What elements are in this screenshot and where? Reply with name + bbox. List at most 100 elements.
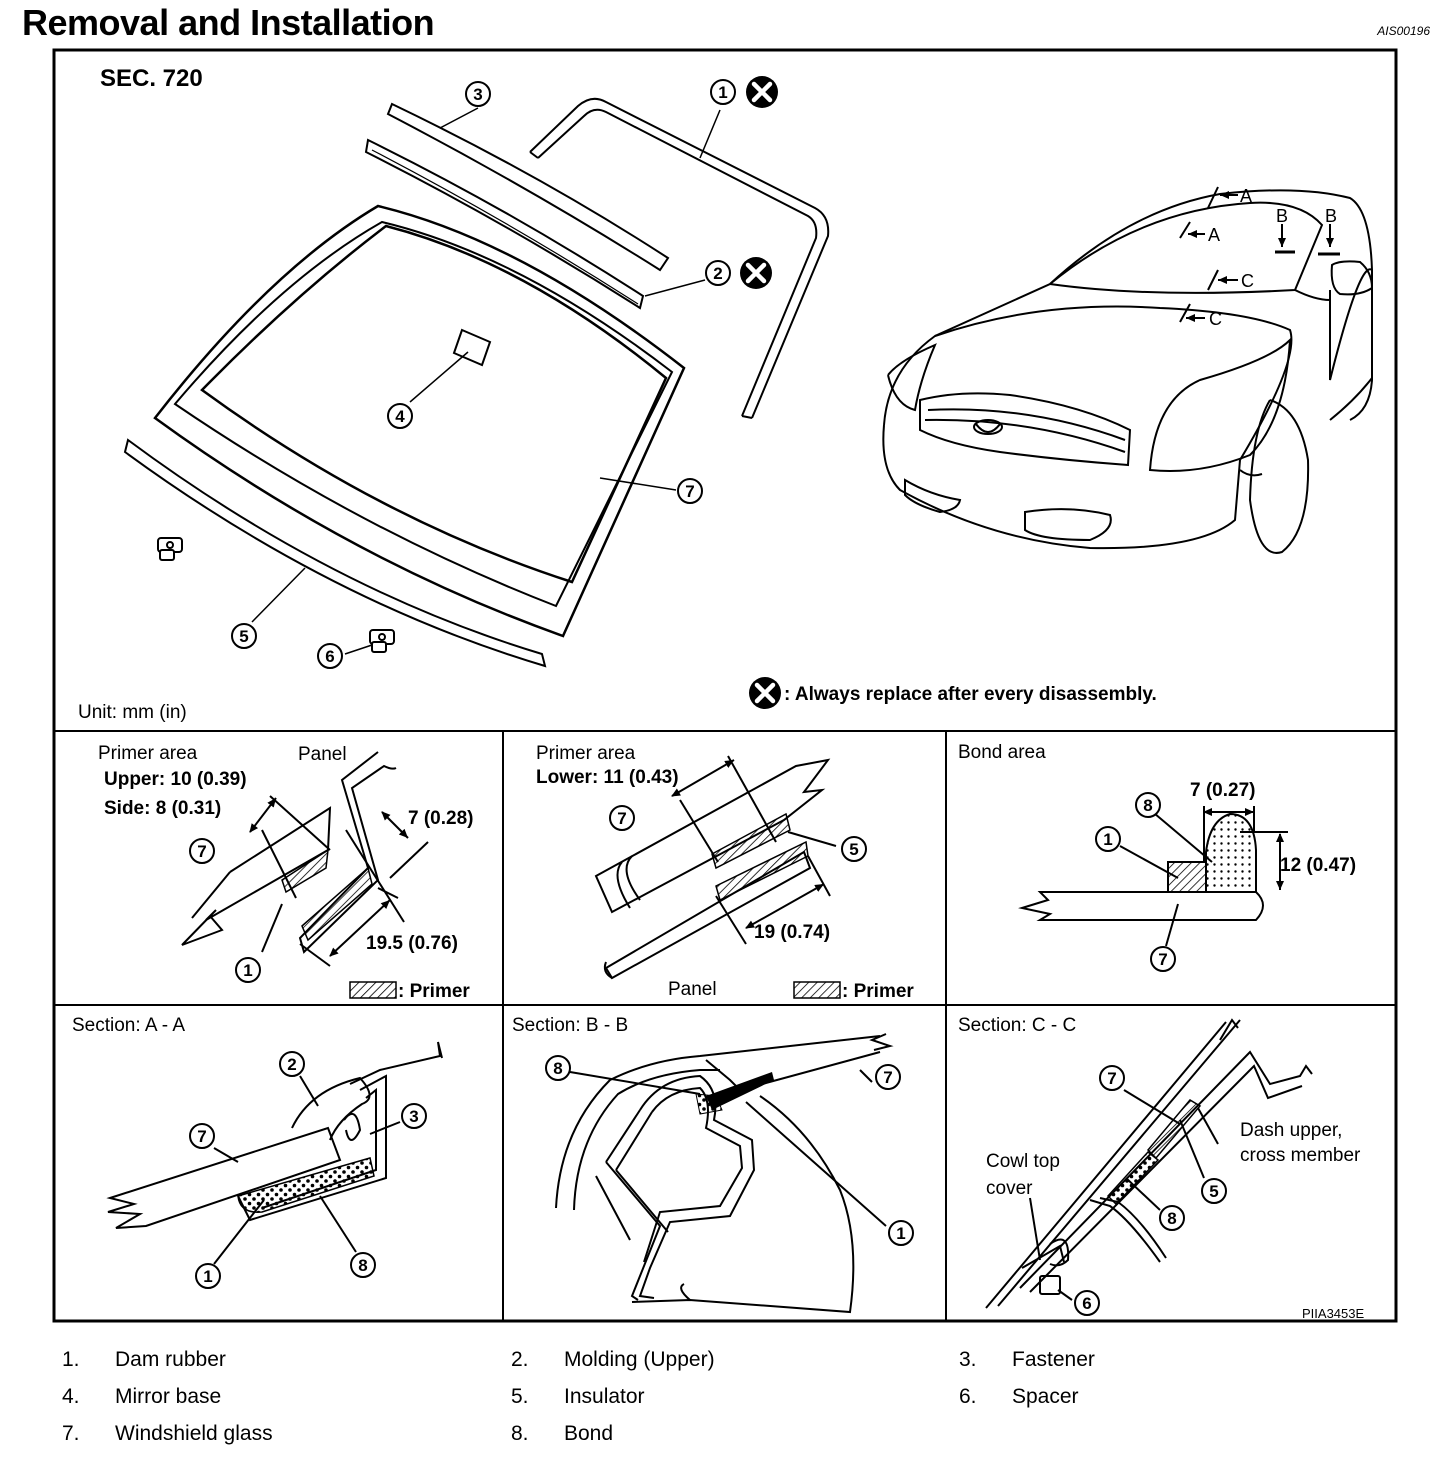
- section-bb-callouts: 8 7 1: [545, 1055, 914, 1246]
- primer-upper-dim2: 19.5 (0.76): [366, 933, 458, 954]
- unit-label: Unit: mm (in): [78, 702, 187, 723]
- primer-upper-heading: Primer area: [98, 743, 198, 764]
- primer-lower-dim: Lower: 11 (0.43): [536, 767, 679, 788]
- section-cc-callouts: 7 5 8 6: [1074, 1065, 1227, 1316]
- primer-upper-panel-label: Panel: [298, 744, 347, 765]
- dam-rubber: [529, 97, 830, 419]
- page-title: Removal and Installation: [22, 2, 435, 43]
- bond-area-callouts: 8 1 7: [1095, 792, 1176, 972]
- callout-7-label: 7: [197, 842, 206, 861]
- primer-lower-dim1: 19 (0.74): [754, 922, 830, 943]
- marker-c-bottom: C: [1209, 309, 1222, 329]
- section-bb-panel: Section: B - B 8 7 1: [512, 1015, 914, 1314]
- figure-code: PIIA3453E: [1302, 1306, 1364, 1321]
- callout-5-label: 5: [1209, 1182, 1218, 1201]
- legend-number: 1.: [62, 1348, 80, 1371]
- callout-8-label: 8: [553, 1059, 562, 1078]
- primer-lower-panel-label: Panel: [668, 979, 717, 1000]
- callout-7-label: 7: [197, 1127, 206, 1146]
- primer-upper-dim1: 7 (0.28): [408, 808, 473, 829]
- marker-c-top: C: [1241, 271, 1254, 291]
- molding-upper-strip: [364, 138, 645, 310]
- section-aa-panel: Section: A - A 2 7 3 1 8: [72, 1015, 443, 1289]
- primer-lower-callouts: 7 5: [609, 805, 867, 862]
- document-code: AIS00196: [1377, 24, 1430, 38]
- bond-area-dim2: 12 (0.47): [1280, 855, 1356, 876]
- primer-upper-legend: : Primer: [398, 981, 470, 1002]
- callout-1-label: 1: [718, 83, 727, 102]
- bond-area-panel: Bond area 7 (0.27) 12 (0.47) 8 1 7: [958, 742, 1356, 972]
- callout-1-label: 1: [1103, 830, 1112, 849]
- section-aa-callouts: 2 7 3 1 8: [189, 1051, 427, 1289]
- cowl-top-cover-line1: Cowl top: [986, 1151, 1060, 1172]
- callout-3: 3: [465, 81, 491, 107]
- callout-2-label: 2: [713, 264, 722, 283]
- callout-4-label: 4: [395, 407, 405, 426]
- legend-label: Spacer: [1012, 1385, 1079, 1408]
- legend-number: 5.: [511, 1385, 529, 1408]
- fastener-strip: [386, 102, 670, 272]
- legend-number: 4.: [62, 1385, 80, 1408]
- callout-1-label: 1: [243, 961, 252, 980]
- legend-label: Insulator: [564, 1385, 645, 1408]
- windshield-glass: [153, 204, 686, 638]
- callout-7-label: 7: [1107, 1069, 1116, 1088]
- legend-label: Fastener: [1012, 1348, 1095, 1371]
- callout-7-label: 7: [685, 482, 694, 501]
- callout-1: 1: [710, 79, 736, 105]
- replace-note: : Always replace after every disassembly…: [784, 684, 1157, 705]
- replace-icon: [740, 257, 772, 289]
- primer-side-dim: Side: 8 (0.31): [104, 798, 221, 819]
- callout-5-label: 5: [239, 627, 248, 646]
- legend-label: Bond: [564, 1422, 614, 1445]
- section-markers: [1179, 186, 1340, 323]
- callout-1-label: 1: [896, 1224, 905, 1243]
- callout-7-label: 7: [1158, 950, 1167, 969]
- primer-upper-callouts: 7 1: [189, 838, 261, 983]
- legend-number: 7.: [62, 1422, 80, 1445]
- legend-label: Mirror base: [115, 1385, 222, 1408]
- bond-area-dim1: 7 (0.27): [1190, 780, 1255, 801]
- replace-icon: [749, 677, 781, 709]
- car-illustration: [882, 189, 1374, 554]
- spacer-clip-left: [157, 537, 183, 561]
- replace-icon: [746, 76, 778, 108]
- cowl-top-cover-line2: cover: [986, 1178, 1033, 1199]
- overview-leader-lines: [251, 107, 721, 655]
- marker-a-bottom: A: [1208, 225, 1220, 245]
- callout-5-label: 5: [849, 840, 858, 859]
- parts-legend: 1. Dam rubber 2. Molding (Upper) 3. Fast…: [0, 1344, 1456, 1454]
- legend-label: Windshield glass: [115, 1422, 273, 1445]
- legend-label: Dam rubber: [115, 1348, 226, 1371]
- callout-2-label: 2: [287, 1055, 296, 1074]
- bond-area-heading: Bond area: [958, 742, 1046, 763]
- marker-b-right: B: [1325, 206, 1337, 226]
- primer-lower-legend: : Primer: [842, 981, 914, 1002]
- callout-8-label: 8: [1167, 1209, 1176, 1228]
- insulator-strip: [123, 438, 547, 668]
- callout-5: 5: [231, 623, 257, 649]
- spacer-clip-right: [369, 629, 395, 653]
- marker-b-left: B: [1276, 206, 1288, 226]
- section-cc-heading: Section: C - C: [958, 1015, 1076, 1036]
- legend-number: 8.: [511, 1422, 529, 1445]
- marker-a-top: A: [1240, 186, 1252, 206]
- primer-upper-dim: Upper: 10 (0.39): [104, 769, 247, 790]
- legend-number: 3.: [959, 1348, 977, 1371]
- callout-1-label: 1: [203, 1267, 212, 1286]
- callout-6-label: 6: [325, 647, 334, 666]
- callout-7-label: 7: [883, 1068, 892, 1087]
- section-cc-panel: Section: C - C Cowl top cover Dash upper…: [958, 1015, 1364, 1321]
- callout-3-label: 3: [409, 1107, 418, 1126]
- section-marker-labels: A A B B C C: [1208, 186, 1337, 329]
- callout-8-label: 8: [358, 1256, 367, 1275]
- legend-number: 6.: [959, 1385, 977, 1408]
- primer-upper-panel: Primer area Upper: 10 (0.39) Side: 8 (0.…: [98, 743, 473, 1002]
- section-bb-heading: Section: B - B: [512, 1015, 628, 1036]
- legend-number: 2.: [511, 1348, 529, 1371]
- dash-upper-line2: cross member: [1240, 1145, 1361, 1166]
- callout-7-label: 7: [617, 809, 626, 828]
- primer-lower-heading: Primer area: [536, 743, 636, 764]
- callout-7: 7: [677, 478, 703, 504]
- windshield-diagram: SEC. 720: [52, 48, 1398, 1323]
